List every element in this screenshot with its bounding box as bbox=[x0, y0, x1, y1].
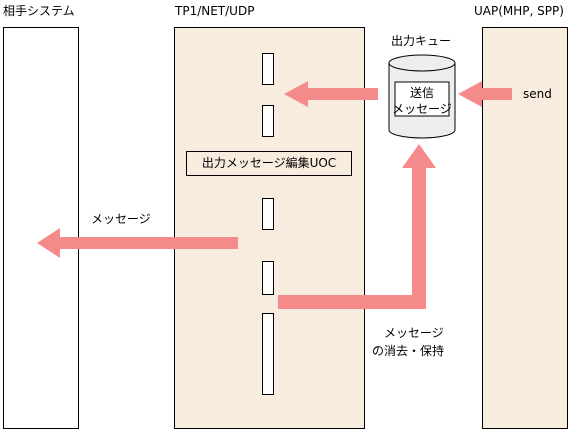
message-slot bbox=[262, 198, 274, 230]
message-keep-arrow bbox=[278, 144, 436, 309]
send-label: send bbox=[523, 87, 552, 101]
message-keep-label-line1: メッセージ bbox=[384, 326, 444, 340]
queued-message-line2: メッセージ bbox=[392, 102, 452, 116]
queued-message-line1: 送信 bbox=[409, 86, 434, 100]
output-queue-title: 出力キュー bbox=[391, 34, 452, 48]
message-slot bbox=[262, 313, 274, 395]
partner-system-column bbox=[3, 27, 79, 429]
send-arrow bbox=[458, 81, 512, 107]
queued-message-label: 送信 メッセージ bbox=[389, 85, 455, 117]
queue-to-slot-arrow bbox=[284, 81, 378, 107]
tp1-net-udp-title: TP1/NET/UDP bbox=[175, 4, 255, 18]
uap-title: UAP(MHP, SPP) bbox=[474, 4, 564, 18]
message-keep-label-line2: の消去・保持 bbox=[372, 344, 445, 358]
message-slot bbox=[262, 105, 274, 137]
message-slot bbox=[262, 261, 274, 295]
partner-system-title: 相手システム bbox=[3, 4, 75, 18]
output-message-edit-uoc-box: 出力メッセージ編集UOC bbox=[186, 151, 352, 176]
message-out-label: メッセージ bbox=[91, 212, 151, 226]
message-slot bbox=[262, 53, 274, 85]
message-out-arrow bbox=[37, 228, 238, 258]
output-queue-cylinder bbox=[388, 54, 456, 139]
